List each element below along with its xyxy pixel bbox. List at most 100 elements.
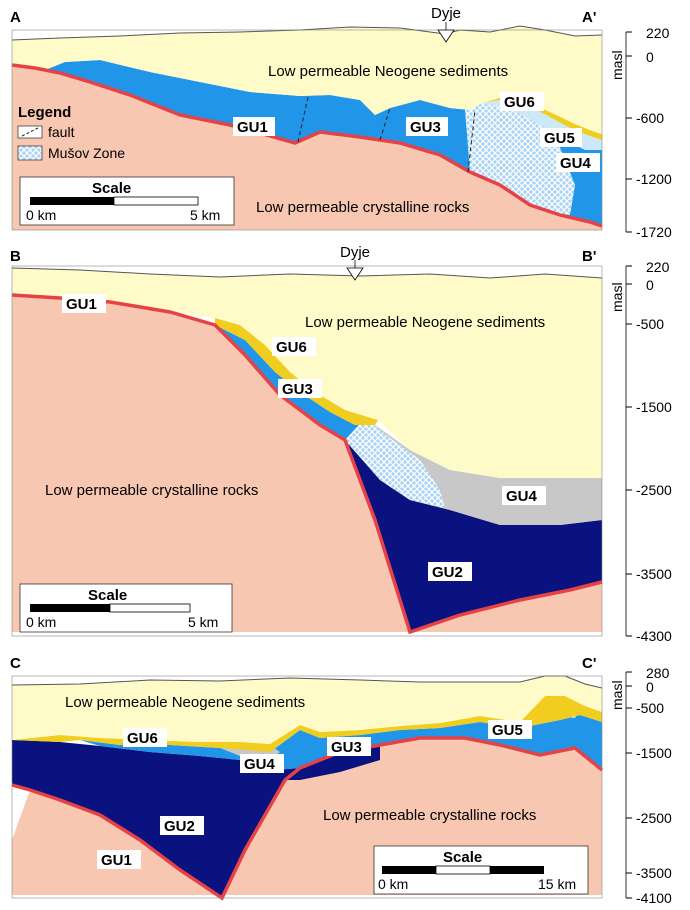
scale-c-start: 0 km <box>378 876 408 892</box>
gu-label-a-gu4: GU4 <box>560 155 592 172</box>
gu-label-b-gu2: GU2 <box>432 564 463 581</box>
section-c-label-left: C <box>10 655 21 672</box>
scale-a-start: 0 km <box>26 207 56 223</box>
legend-fault-label: fault <box>48 124 75 140</box>
river-marker-b: Dyje <box>340 244 370 281</box>
section-c-frame <box>11 675 603 899</box>
section-a-label-left: A <box>10 9 21 26</box>
gu-label-c-gu3: GU3 <box>331 739 362 756</box>
section-c-sediments-label: Low permeable Neogene sediments <box>65 694 305 711</box>
gu-label-box <box>278 379 322 398</box>
gu-label-b-gu4: GU4 <box>506 488 538 505</box>
section-a-frame <box>11 29 603 231</box>
gu-label-a-gu1: GU1 <box>237 119 268 136</box>
section-b-label-left: B <box>10 248 21 265</box>
legend-musov-label: Mušov Zone <box>48 145 125 161</box>
gu-label-b-gu1: GU1 <box>66 296 97 313</box>
scale-a-end: 5 km <box>190 207 220 223</box>
gu-label-a-gu6: GU6 <box>504 94 535 111</box>
section-c-sediments <box>12 676 602 744</box>
gu-label-box <box>240 754 284 773</box>
river-marker-a: Dyje <box>431 5 461 43</box>
axis-c-tick: -4100 <box>636 890 672 906</box>
section-b-topography <box>11 267 603 279</box>
section-a-label-right: A' <box>582 9 596 26</box>
section-b-crystalline <box>12 295 410 632</box>
gu-label-box <box>233 117 275 136</box>
section-c-crystalline-label: Low permeable crystalline rocks <box>323 807 536 824</box>
scale-b-start: 0 km <box>26 614 56 630</box>
gu-label-box <box>500 92 544 111</box>
scale-c: Scale 0 km 15 km <box>373 845 589 895</box>
section-b-crystalline-label: Low permeable crystalline rocks <box>45 482 258 499</box>
axis-b-tick: 0 <box>646 277 654 293</box>
section-c <box>11 675 604 901</box>
musov-legend-swatch <box>17 145 43 161</box>
axis-b: 220 0 -500 -1500 -2500 -3500 -4300 masl <box>609 259 672 644</box>
axis-c-tick: -500 <box>636 700 664 716</box>
gu-label-box <box>97 850 141 869</box>
fault-legend-line <box>21 127 39 137</box>
axis-c-tick: -1500 <box>636 745 672 761</box>
axis-b-tick: 220 <box>646 259 670 275</box>
section-b-sediments <box>12 268 602 478</box>
river-label-b: Dyje <box>340 244 370 261</box>
scale-c-end: 15 km <box>538 876 576 892</box>
scale-c-bar-3 <box>490 866 544 874</box>
axis-c-tick: 0 <box>646 679 654 695</box>
axis-c-tick: 280 <box>646 665 670 681</box>
gu-label-box <box>540 128 582 147</box>
section-a-fault <box>467 109 476 173</box>
gu-label-c-gu1: GU1 <box>101 852 132 869</box>
axis-a-tick: -1720 <box>636 224 672 240</box>
section-b-label-right: B' <box>582 248 596 265</box>
section-a-crystalline-label: Low permeable crystalline rocks <box>256 199 469 216</box>
axis-b-tick: -2500 <box>636 482 672 498</box>
axis-b-unit: masl <box>609 282 625 312</box>
section-a-sediments-label: Low permeable Neogene sediments <box>268 63 508 80</box>
legend: Legend fault Mušov Zone <box>17 104 125 161</box>
scale-c-title: Scale <box>443 849 482 866</box>
gu-label-box <box>327 737 371 756</box>
axis-a: 220 0 -600 -1200 -1720 masl <box>609 25 672 240</box>
gu-label-box <box>406 117 448 136</box>
scale-a-bar-light <box>113 196 199 206</box>
gu-label-c-gu4: GU4 <box>244 756 276 773</box>
gu-label-b-gu6: GU6 <box>276 339 307 356</box>
gu-label-c-gu5: GU5 <box>492 722 523 739</box>
axis-b-tick: -500 <box>636 316 664 332</box>
section-b-gu6 <box>215 318 378 425</box>
section-a-topography <box>11 25 603 41</box>
section-b-frame <box>11 265 603 637</box>
section-a-basement-line <box>11 63 603 228</box>
axis-c-tick: -3500 <box>636 865 672 881</box>
section-b-musov-zone <box>345 418 445 508</box>
section-c-basement-line <box>11 736 604 901</box>
scale-c-bar-2 <box>435 865 491 875</box>
section-a-sediments <box>12 26 602 134</box>
section-b <box>11 265 603 637</box>
section-b-sediments-label: Low permeable Neogene sediments <box>305 314 545 331</box>
section-b-basement-line <box>11 293 603 635</box>
section-c-gu6 <box>12 696 602 752</box>
scale-b-title: Scale <box>88 587 127 604</box>
section-a-fault <box>297 96 309 143</box>
scale-a-bar-dark <box>30 197 114 205</box>
axis-a-unit: masl <box>609 50 625 80</box>
scale-a: Scale 0 km 5 km <box>19 176 235 226</box>
gu-label-a-gu3: GU3 <box>410 119 441 136</box>
river-arrow-icon <box>346 267 364 281</box>
axis-c-unit: masl <box>609 680 625 710</box>
gu-label-box <box>502 486 546 505</box>
scale-a-title: Scale <box>92 180 131 197</box>
river-label-a: Dyje <box>431 5 461 22</box>
section-a-gu3 <box>45 60 602 226</box>
gu-label-box <box>123 728 167 747</box>
gu-label-c-gu2: GU2 <box>164 818 195 835</box>
axis-b-tick: -3500 <box>636 566 672 582</box>
legend-title: Legend <box>18 104 71 121</box>
scale-b-bar-light <box>109 603 191 613</box>
gu-label-box <box>556 153 600 172</box>
fault-legend-swatch <box>17 125 43 139</box>
